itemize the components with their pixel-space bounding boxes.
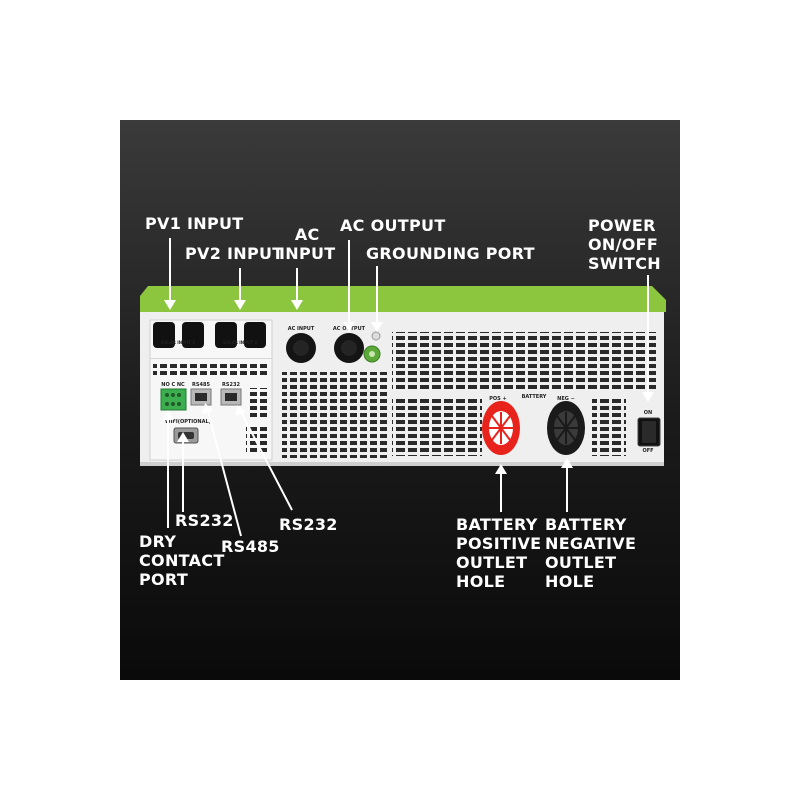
ac-input-callout-line-2: INPUT xyxy=(279,244,336,263)
dry-contact-callout-line-3: PORT xyxy=(139,570,189,589)
battery-label: BATTERY xyxy=(522,394,547,400)
battery-negative-callout-line-1: BATTERY xyxy=(545,515,627,534)
battery-negative-callout: BATTERY NEGATIVE OUTLET HOLE xyxy=(545,515,636,591)
battery-positive-callout-line-3: OUTLET xyxy=(456,553,528,572)
solar-input-2-ports xyxy=(215,322,266,348)
dry-contact-callout: DRY CONTACT PORT xyxy=(139,532,225,589)
battery-negative-outlet xyxy=(547,401,585,455)
battery-negative-callout-line-3: OUTLET xyxy=(545,553,617,572)
battery-negative-callout-line-4: HOLE xyxy=(545,572,595,591)
battery-neg-label: NEG − xyxy=(557,396,575,402)
dry-contact-terminal xyxy=(160,388,187,411)
rs485-port-label: RS485 xyxy=(192,382,210,388)
ac-input-port-label: AC INPUT xyxy=(288,326,315,332)
grounding-port-callout: GROUNDING PORT xyxy=(366,244,535,263)
switch-on-label: ON xyxy=(644,410,652,416)
dry-contact-callout-line-1: DRY xyxy=(139,532,177,551)
wifi-label: WIFI(OPTIONAL) xyxy=(165,419,211,425)
switch-off-label: OFF xyxy=(642,448,653,454)
power-switch-callout-line-1: POWER xyxy=(588,216,656,235)
battery-positive-outlet xyxy=(482,401,520,455)
dry-contact-label: NO C NC xyxy=(161,382,185,388)
device-green-rim xyxy=(140,286,666,312)
solar-input-1-label: SOLAR INPUT 1 xyxy=(161,340,196,345)
battery-positive-callout: BATTERY POSITIVE OUTLET HOLE xyxy=(456,515,541,591)
solar-input-1-ports xyxy=(153,322,204,348)
callout-lines xyxy=(162,238,654,537)
rs232-left-callout: RS232 xyxy=(175,511,234,530)
power-switch-callout: POWER ON/OFF SWITCH xyxy=(588,216,661,273)
dry-contact-callout-line-2: CONTACT xyxy=(139,551,225,570)
power-switch-callout-line-2: ON/OFF xyxy=(588,235,659,254)
battery-negative-callout-line-2: NEGATIVE xyxy=(545,534,637,553)
battery-positive-callout-line-4: HOLE xyxy=(456,572,506,591)
pv2-input-callout: PV2 INPUT xyxy=(185,244,284,263)
battery-pos-label: POS + xyxy=(489,396,506,402)
rs232-right-callout: RS232 xyxy=(279,515,338,534)
rs485-callout: RS485 xyxy=(221,537,280,556)
pv1-input-callout: PV1 INPUT xyxy=(145,214,244,233)
rs232-port-label: RS232 xyxy=(222,382,240,388)
ac-input-callout-line-1: AC xyxy=(294,225,320,244)
solar-input-2-label: SOLAR INPUT 2 xyxy=(223,340,258,345)
ac-output-callout: AC OUTPUT xyxy=(340,216,446,235)
ac-input-callout: AC INPUT xyxy=(279,225,335,263)
battery-positive-callout-line-2: POSITIVE xyxy=(456,534,542,553)
power-switch-callout-line-3: SWITCH xyxy=(588,254,661,273)
battery-positive-callout-line-1: BATTERY xyxy=(456,515,538,534)
